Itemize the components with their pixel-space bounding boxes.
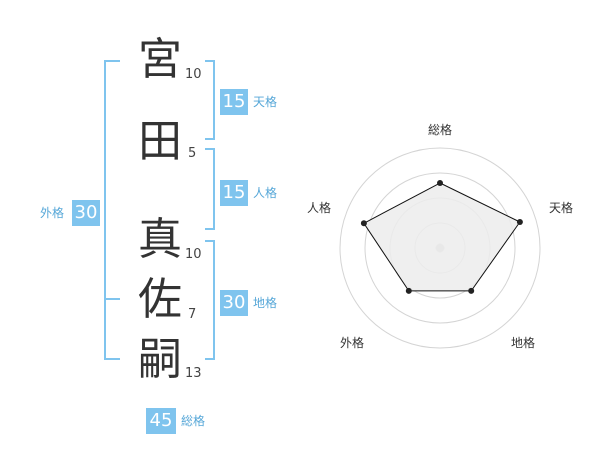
stroke-count-5: 13 (185, 366, 202, 381)
name-char-3: 真 (138, 214, 182, 265)
stroke-count-1: 10 (185, 67, 202, 82)
soukaku-label: 総格 (181, 414, 206, 428)
name-char-5: 嗣 (138, 334, 182, 385)
stroke-count-2: 5 (188, 146, 197, 161)
radar-label-chikaku: 地格 (511, 336, 536, 350)
radar-point-5 (360, 220, 367, 227)
jinkaku-value: 15 (220, 180, 248, 206)
radar-point-1 (437, 180, 443, 186)
radar-label-jinkaku: 人格 (307, 201, 332, 215)
radar-polygon (363, 182, 521, 292)
radar-label-soukaku: 総格 (428, 123, 453, 137)
gaikaku-label: 外格 (40, 206, 65, 220)
radar-points (360, 180, 523, 294)
radar-point-4 (405, 287, 412, 294)
stroke-count-4: 7 (188, 307, 197, 322)
soukaku-value: 45 (146, 408, 176, 434)
radar-point-3 (468, 287, 475, 294)
radar-point-2 (516, 219, 523, 225)
chikaku-value: 30 (220, 290, 248, 316)
name-char-1: 宮 (138, 34, 182, 85)
gaikaku-value: 30 (72, 200, 100, 226)
radar-ring (364, 172, 516, 324)
tenkaku-label: 天格 (253, 95, 278, 109)
tenkaku-value: 15 (220, 89, 248, 115)
chikaku-label: 地格 (253, 296, 278, 310)
name-char-2: 田 (138, 116, 182, 167)
stroke-count-3: 10 (185, 247, 202, 262)
name-char-4: 佐 (138, 274, 182, 325)
radar-label-gaikaku: 外格 (340, 336, 365, 350)
radar-label-tenkaku: 天格 (549, 201, 574, 215)
jinkaku-label: 人格 (253, 186, 278, 200)
